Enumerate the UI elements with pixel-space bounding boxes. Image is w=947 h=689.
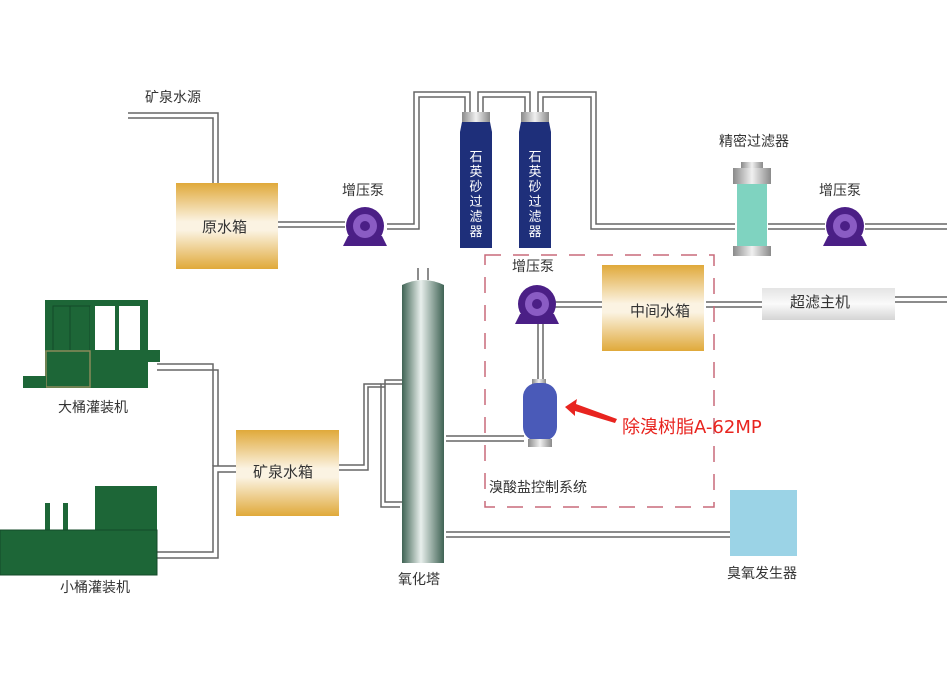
label-big-barrel-filler: 大桶灌装机 bbox=[58, 400, 128, 416]
bromide-removal-resin-tank bbox=[523, 379, 557, 447]
quartz-sand-filter-2 bbox=[519, 112, 551, 248]
precision-filter bbox=[733, 162, 771, 256]
label-precision-filter: 精密过滤器 bbox=[719, 134, 789, 150]
label-bromate-control-system: 溴酸盐控制系统 bbox=[489, 480, 587, 496]
label-raw-water-tank: 原水箱 bbox=[202, 218, 248, 236]
bromate-control-system-box bbox=[484, 254, 715, 508]
label-ozone-generator: 臭氧发生器 bbox=[727, 566, 797, 582]
label-ultrafiltration-host: 超滤主机 bbox=[790, 293, 851, 311]
label-booster-pump-3: 增压泵 bbox=[512, 259, 554, 275]
label-mineral-water-source: 矿泉水源 bbox=[145, 90, 201, 106]
mineral-water-tank bbox=[236, 430, 339, 516]
label-booster-pump-2: 增压泵 bbox=[819, 183, 861, 199]
pipes bbox=[128, 91, 947, 559]
label-booster-pump-1: 增压泵 bbox=[342, 183, 384, 199]
ultrafiltration-host bbox=[762, 288, 895, 320]
booster-pump-3 bbox=[515, 285, 559, 324]
label-resin-annotation: 除溴树脂A-62MP bbox=[622, 417, 762, 438]
annotation-arrow bbox=[565, 399, 617, 423]
label-quartz-sand-filter-1: 石英砂过滤器 bbox=[469, 150, 483, 240]
booster-pump-2 bbox=[823, 207, 867, 246]
raw-water-tank bbox=[176, 183, 278, 269]
label-oxidation-tower: 氧化塔 bbox=[398, 572, 440, 588]
booster-pump-1 bbox=[343, 207, 387, 246]
quartz-sand-filter-1 bbox=[460, 112, 492, 248]
label-small-barrel-filler: 小桶灌装机 bbox=[60, 580, 130, 596]
label-middle-water-tank: 中间水箱 bbox=[630, 302, 691, 320]
oxidation-tower bbox=[402, 280, 444, 563]
big-barrel-filler bbox=[23, 300, 160, 388]
ozone-generator bbox=[730, 490, 797, 556]
middle-water-tank bbox=[602, 265, 704, 351]
small-barrel-filler bbox=[0, 486, 158, 576]
label-quartz-sand-filter-2: 石英砂过滤器 bbox=[528, 150, 542, 240]
label-mineral-water-tank: 矿泉水箱 bbox=[253, 463, 314, 481]
